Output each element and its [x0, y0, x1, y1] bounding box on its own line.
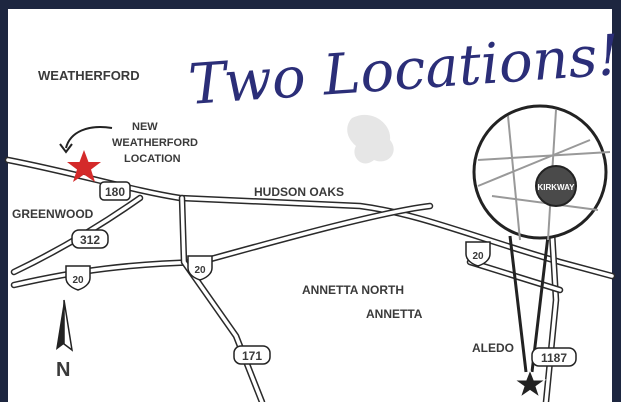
- inset-map: KIRKWAY: [472, 104, 611, 241]
- shield-i20-west: 20: [65, 265, 91, 291]
- callout-line2: WEATHERFORD: [112, 137, 198, 149]
- svg-text:20: 20: [72, 275, 84, 286]
- svg-text:20: 20: [472, 251, 484, 262]
- callout-line3: LOCATION: [124, 153, 181, 165]
- kirkway-logo: [535, 165, 577, 207]
- north-arrow-icon: [56, 299, 74, 352]
- existing-location-star-icon: [513, 368, 547, 399]
- lake-shape: [347, 114, 394, 164]
- callout-line1: NEW: [132, 121, 158, 133]
- north-label: N: [56, 359, 70, 381]
- road-1187: [542, 228, 560, 402]
- svg-text:312: 312: [80, 233, 100, 247]
- shield-fm1187: 1187: [531, 347, 577, 367]
- town-aledo: ALEDO: [472, 341, 514, 355]
- callout-arrow: [65, 126, 113, 149]
- shield-us180: 180: [99, 181, 131, 201]
- road-north-south: [178, 194, 266, 402]
- svg-text:20: 20: [194, 265, 206, 276]
- shield-fm171: 171: [233, 345, 271, 365]
- svg-text:1187: 1187: [541, 351, 567, 365]
- town-annetta-north: ANNETTA NORTH: [302, 283, 404, 297]
- shield-i20-mid: 20: [187, 255, 213, 281]
- new-location-callout: NEW WEATHERFORD LOCATION: [59, 121, 198, 165]
- svg-text:171: 171: [242, 349, 262, 363]
- town-hudson-oaks: HUDSON OAKS: [254, 185, 344, 199]
- town-annetta: ANNETTA: [366, 307, 423, 321]
- logo-text: KIRKWAY: [537, 183, 575, 192]
- town-weatherford: WEATHERFORD: [38, 68, 140, 83]
- new-location-star-icon: [67, 150, 101, 182]
- arrow-head-icon: [59, 143, 73, 154]
- town-greenwood: GREENWOOD: [12, 207, 94, 221]
- svg-text:180: 180: [105, 185, 125, 199]
- shield-i20-east: 20: [465, 241, 491, 267]
- shield-fm312: 312: [71, 229, 109, 249]
